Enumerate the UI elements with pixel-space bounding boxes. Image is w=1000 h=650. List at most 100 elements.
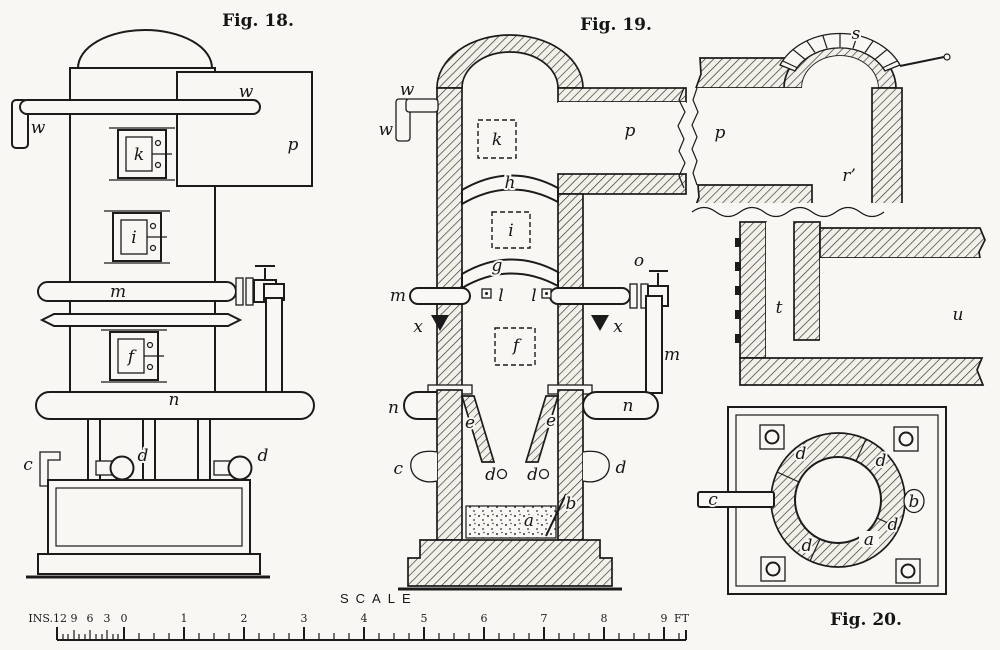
damper-handle-ring-icon [943, 53, 951, 61]
fig-18: Fig. 18. w w p k i [11, 9, 315, 579]
chamber-u-top-wall [819, 227, 986, 259]
fig19-label-n-left: n [388, 398, 399, 418]
chamber-left-wall [739, 221, 767, 359]
bolt-icon [154, 161, 162, 169]
bolt-icon [146, 341, 154, 349]
fig19-flue-channel [558, 102, 686, 174]
tuyere-icon [538, 468, 550, 480]
scale-foot-8: 8 [601, 612, 608, 625]
fig20-label-d-tl: d [796, 444, 807, 464]
fig19-pipe-m-left [409, 287, 471, 305]
fig19-label-l-left: l [498, 286, 503, 306]
section-label-u: u [953, 305, 964, 325]
fig19-pipe-w [405, 98, 439, 113]
fig19-label-e-left: e [465, 413, 475, 433]
fig18-downpipe [265, 297, 283, 395]
fig18-pipe-n [35, 391, 315, 420]
fig20-pipe-c [697, 491, 775, 508]
fig18-label-d-right: d [258, 446, 269, 466]
pipe-flange [629, 283, 638, 309]
fig18-pipe-m [37, 281, 237, 302]
flue-section: s p r’ t u [688, 22, 986, 386]
fig-19: Fig. 19. p w w k h i g m o [376, 13, 687, 591]
scale-inch-minor-ticks [62, 634, 119, 640]
scale-foot-3: 3 [301, 612, 308, 625]
fig19-slope-e-right [524, 395, 560, 463]
flue-channel [694, 88, 872, 185]
section-label-t: t [776, 298, 783, 318]
lug-icon [431, 315, 449, 331]
door-panel [120, 219, 148, 255]
fig18-pipe-w [19, 99, 261, 115]
fig19-flue-bottom-wall [557, 173, 687, 195]
channel-t [766, 222, 794, 358]
fig18-dome [76, 29, 214, 69]
fig18-label-p: p [288, 135, 299, 155]
fig19-baffle-g [461, 258, 559, 290]
fig18-legs [87, 419, 211, 480]
damper-lid-s [779, 32, 901, 72]
bolt-hole-icon [765, 561, 781, 577]
fig20-label-c: c [708, 490, 718, 510]
fig18-door-i [104, 210, 170, 264]
bolt-icon [149, 244, 157, 252]
fig18-label-k: k [134, 145, 144, 165]
fig19-label-x-left: x [413, 317, 423, 337]
flue-right-wall [871, 87, 903, 206]
fig18-plate-band [39, 313, 243, 327]
torn-edge [677, 87, 686, 189]
fig18-label-d-left: d [138, 446, 149, 466]
scale-foot-2: 2 [241, 612, 248, 625]
fig19-pipe-n-right [582, 391, 659, 420]
fig19-lower-wall-right [557, 389, 584, 541]
flue-top-wall [694, 57, 791, 89]
fig20-caption: Fig. 20. [830, 610, 902, 630]
fig19-fuel-bed-a [465, 505, 557, 539]
fig18-door-k [109, 127, 175, 181]
label-notch [859, 531, 879, 547]
chamber-u [820, 258, 983, 358]
wall-stud-icons [735, 238, 741, 343]
pipe-flange [245, 277, 254, 306]
fig19-label-o: o [634, 251, 644, 271]
damper-handle [899, 56, 945, 67]
fig19-label-e-right: e [546, 411, 556, 431]
fig19-lower-wall-left [436, 389, 463, 541]
scale-ins-label: INS. [28, 612, 53, 625]
fig18-flue-box-p [176, 71, 313, 187]
fig19-label-d-outer: d [616, 458, 627, 478]
fig18-label-w-pipe: w [239, 82, 254, 102]
fig19-downpipe-m [645, 295, 663, 394]
fig18-base-box [47, 479, 251, 555]
fig19-label-i: i [508, 221, 513, 241]
bolt-hole-icon [900, 563, 916, 579]
torn-edge [691, 87, 699, 186]
scale-inch-major-ticks [73, 630, 108, 640]
scale-foot-6: 6 [481, 612, 488, 625]
scale-foot-ticks [56, 627, 687, 640]
scale-inch-12: 12 [53, 612, 67, 625]
lug-icon [591, 315, 609, 331]
fig19-slope-e-left [460, 395, 496, 463]
fig19-foundation [407, 539, 613, 587]
fig19-label-w-top: w [400, 80, 415, 100]
fig19-label-n-right: n [623, 396, 634, 416]
scale-title: SCALE [340, 591, 418, 606]
nozzle-dot-icon [545, 292, 548, 295]
fig19-label-b: b [566, 494, 577, 514]
label-ring-icon [903, 488, 925, 514]
fig19-label-d-inner-right: d [527, 465, 538, 485]
fig18-label-n: n [169, 390, 180, 410]
fig18-cylinder-d-right [227, 455, 253, 481]
scale-inch-3: 3 [104, 612, 111, 625]
bolt-hole-icon [898, 431, 914, 447]
scale-inch-9: 9 [71, 612, 78, 625]
bolt-icon [149, 222, 157, 230]
scale-quarter-ticks [138, 633, 680, 640]
fig18-label-c: c [23, 455, 33, 475]
bolt-pad [895, 558, 921, 584]
divider-wall [793, 221, 821, 341]
fig19-label-x-right: x [613, 317, 623, 337]
fig19-spout-d [582, 450, 610, 483]
